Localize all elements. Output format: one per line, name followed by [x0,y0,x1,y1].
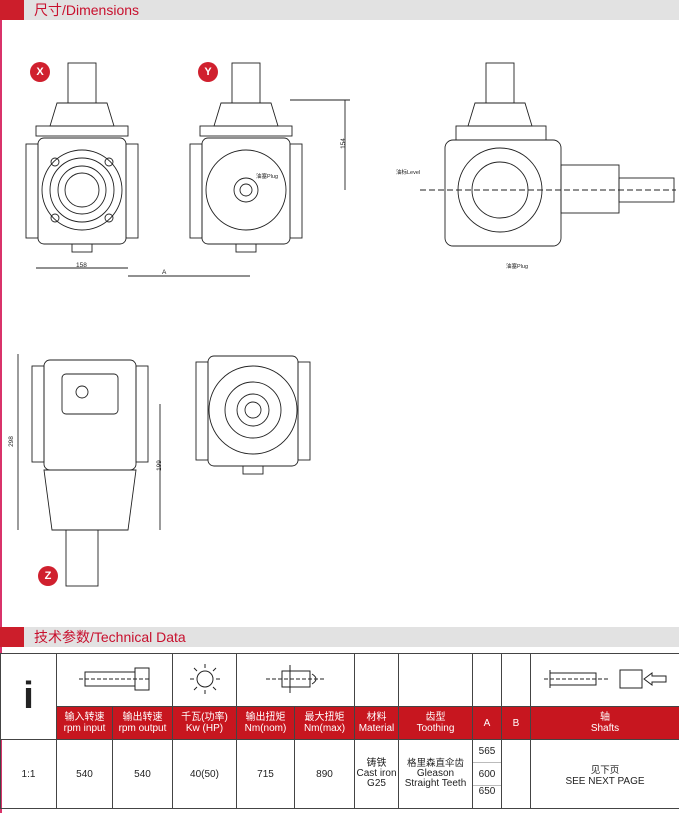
icon-row: i [0,653,679,740]
rpm-input-cell: 540 [56,739,113,809]
kw-hp-cell: 40(50) [172,739,237,809]
a-icon-cell [472,653,502,707]
page-edge-line [0,0,2,813]
view-y-drawing [189,62,350,253]
view-y-badge: Y [198,62,218,82]
dim-158: 158 [76,262,87,269]
ratio-cell: 1:1 [0,739,57,809]
header-kw-hp: 千瓦(功率)Kw (HP) [172,706,237,740]
a-value-650: 650 [478,786,496,797]
view-z-badge: Z [38,566,58,586]
power-icon-cell [172,653,237,707]
plug-callout-1: 油塞Plug [256,174,279,180]
technical-title: 技术参数/Technical Data [34,629,186,645]
rpm-icon-cell [56,653,173,707]
header-a: A [472,706,502,740]
ratio-symbol: i [23,675,34,717]
toothing-icon-cell [398,653,473,707]
torque-icon-cell [236,653,355,707]
b-icon-cell [501,653,531,707]
plug-callout-2: 油塞Plug [506,264,529,270]
nm-nom-cell: 715 [236,739,295,809]
dim-a: A [162,269,167,276]
technical-header: 技术参数/Technical Data [0,627,679,647]
a-value-565: 565 [473,740,501,763]
nm-max-cell: 890 [294,739,355,809]
view-x-badge: X [30,62,50,82]
dim-154: 154 [339,138,347,149]
shaft-icon [544,669,667,688]
shaft-rpm-icon [78,667,151,690]
rpm-output-cell: 540 [112,739,173,809]
b-value-cell [501,739,531,809]
dim-199: 199 [155,460,163,471]
a-values-cell: 565 600 650 [472,739,502,809]
dimensions-title: 尺寸/Dimensions [34,2,140,18]
view-x-drawing [25,62,250,277]
level-callout: 油标Level [396,170,421,176]
view-top-drawing [195,355,311,475]
side-view-drawing [420,62,676,247]
view-z-drawing [17,354,161,587]
header-b: B [501,706,531,740]
shaft-icon-cell [530,653,679,707]
sun-power-icon [189,663,220,694]
header-marker [0,627,24,647]
i-cell: i [0,653,57,740]
dimensions-header: 尺寸/Dimensions [0,0,679,20]
dimension-drawings [17,62,676,587]
torque-arrow-icon [265,664,326,693]
dim-298: 298 [7,436,15,447]
a-value-600: 600 [473,763,501,786]
material-icon-cell [354,653,399,707]
header-marker [0,0,24,20]
